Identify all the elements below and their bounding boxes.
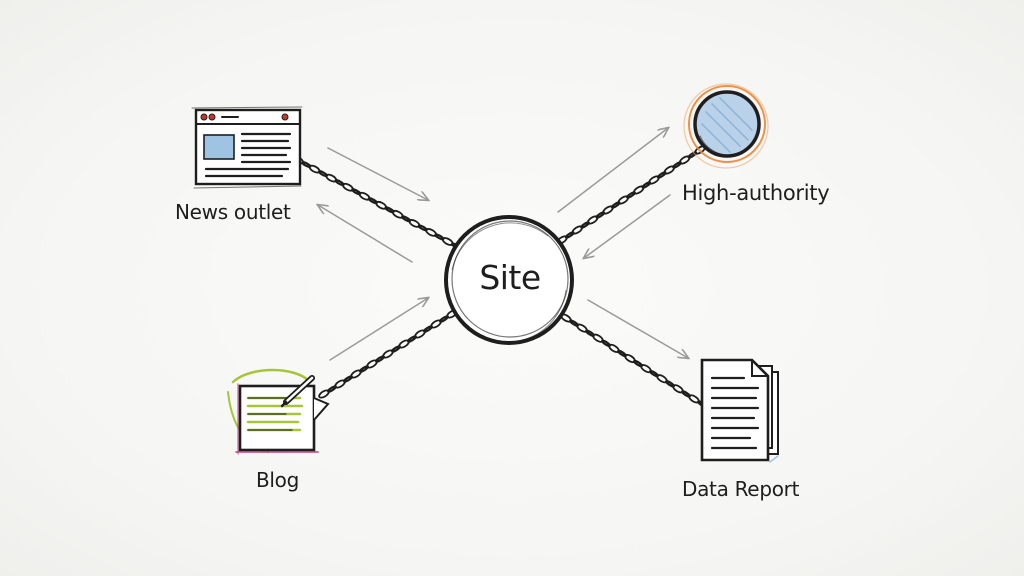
blog-label: Blog: [256, 468, 300, 492]
document-stack-icon: [700, 358, 779, 463]
data-report-label: Data Report: [682, 477, 800, 501]
globe-icon: [683, 83, 769, 169]
browser-window-icon: [191, 106, 303, 189]
chain-to-news-outlet: [292, 155, 462, 250]
flow-arrows: [318, 128, 688, 361]
chain-links: [292, 145, 707, 408]
chain-to-blog: [318, 309, 458, 399]
arrow-site-to-data-report: [587, 299, 688, 358]
chain-to-high-authority: [556, 145, 706, 245]
news-outlet-label: News outlet: [175, 200, 291, 224]
arrow-site-to-news: [318, 205, 413, 263]
chain-link: [641, 181, 652, 189]
arrow-blog-to-site: [329, 298, 428, 361]
chain-link: [687, 151, 698, 159]
pencil-document-icon: [227, 368, 330, 455]
arrow-high-authority-to-site: [584, 194, 671, 258]
high-authority-label: High-authority: [682, 181, 830, 205]
chain-link: [595, 211, 606, 219]
site-label: Site: [479, 258, 541, 297]
arrow-site-to-high-authority: [557, 128, 668, 213]
arrow-news-to-site: [327, 147, 428, 200]
site-hub: [444, 215, 574, 345]
